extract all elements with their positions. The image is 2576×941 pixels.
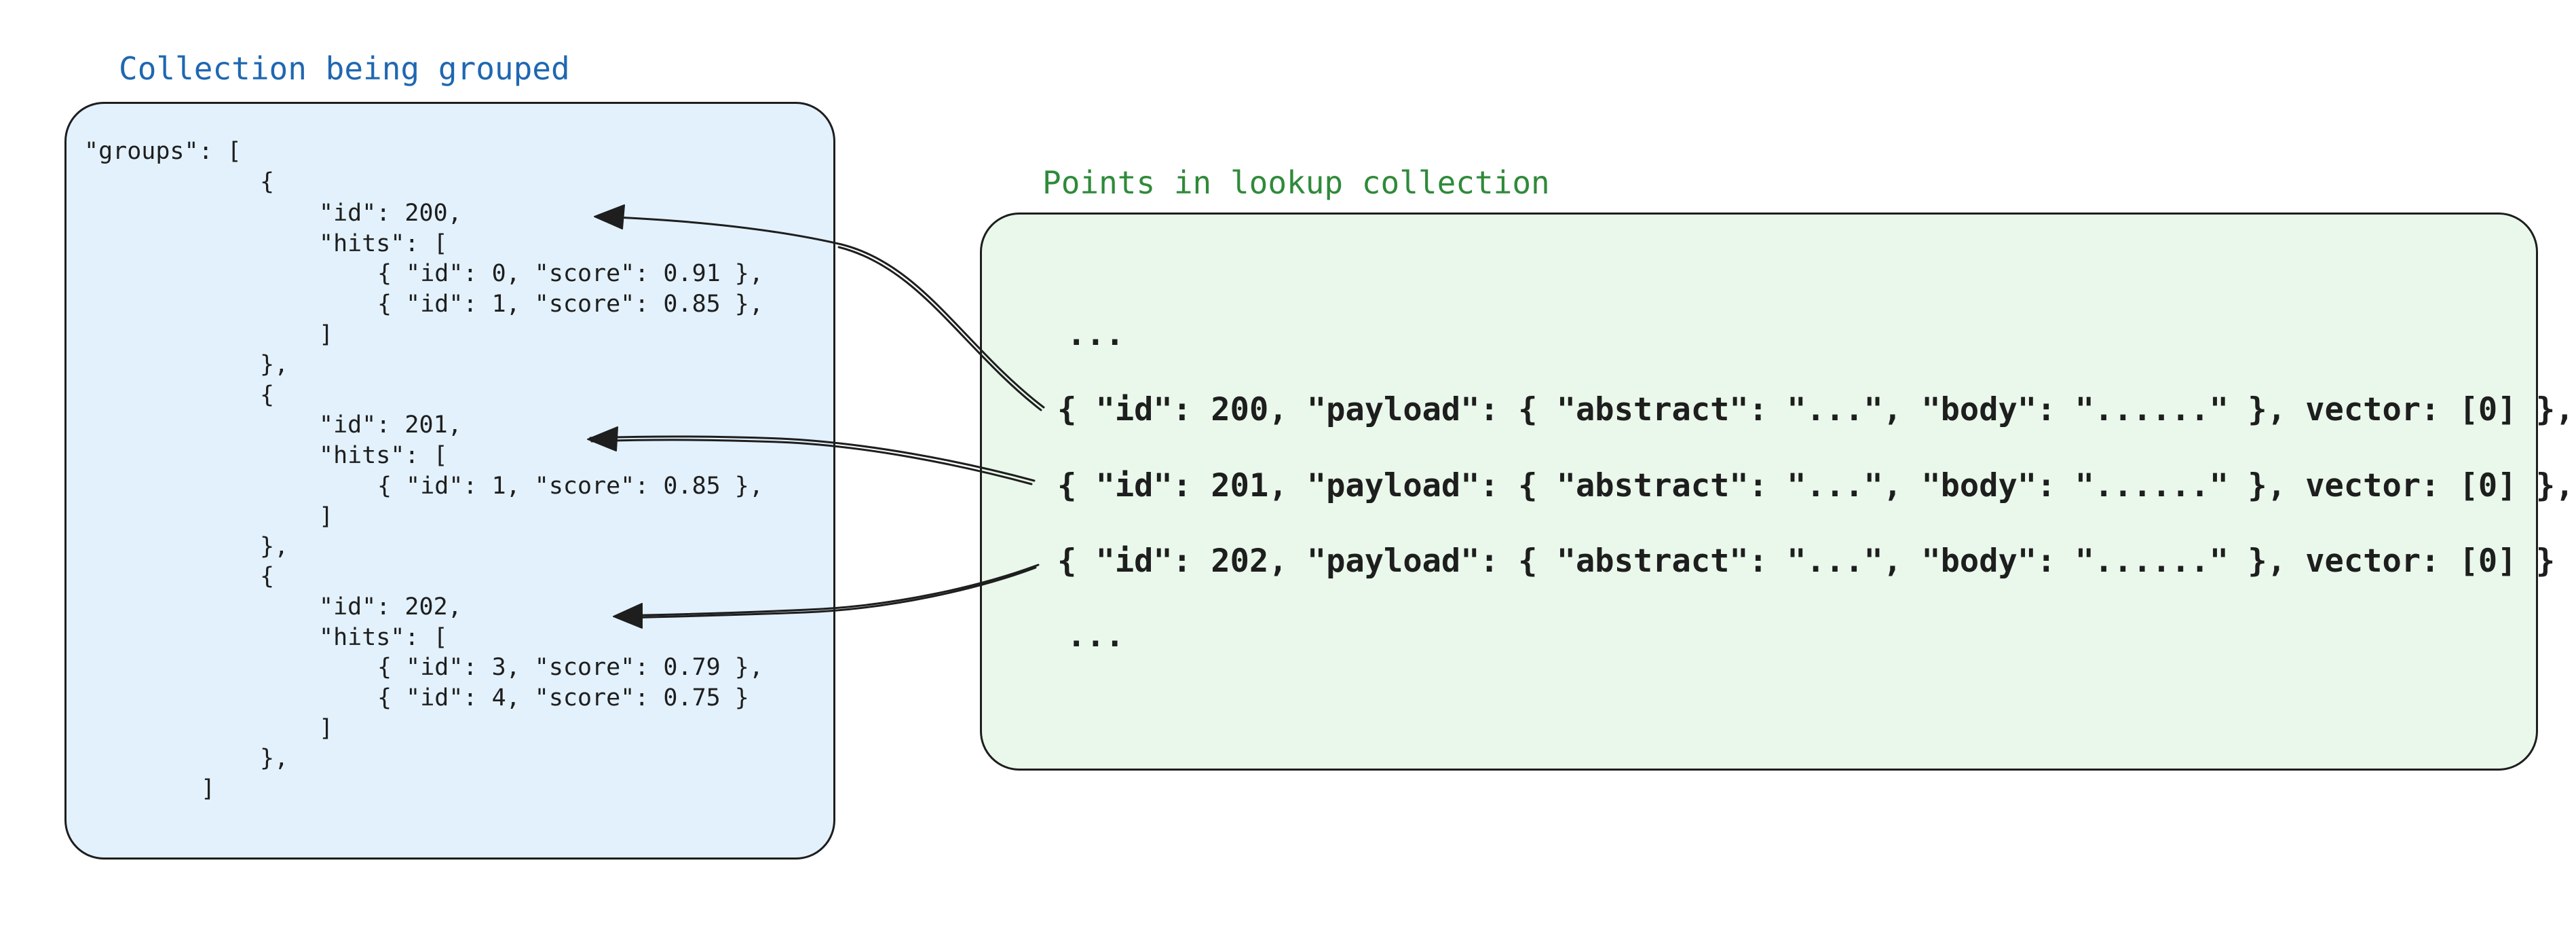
- code-line-group-id: "id": 201,: [319, 411, 462, 439]
- code-line-hits-open: "hits": [: [319, 624, 448, 651]
- code-line-group-open: {: [260, 563, 275, 590]
- lookup-collection-title: Points in lookup collection: [1042, 164, 1550, 201]
- code-line-hits-open: "hits": [: [319, 230, 448, 257]
- code-line-hit: { "id": 1, "score": 0.85 },: [377, 291, 763, 318]
- code-line-hit: { "id": 4, "score": 0.75 }: [377, 684, 749, 712]
- code-line-groups-open: "groups": [: [84, 138, 242, 165]
- ellipsis-top: ...: [1067, 316, 1124, 353]
- code-line-hits-close: ]: [319, 503, 334, 530]
- code-line-hit: { "id": 3, "score": 0.79 },: [377, 654, 763, 681]
- code-line-hits-open: "hits": [: [319, 442, 448, 469]
- code-line-group-close: },: [260, 351, 289, 378]
- code-line-hit: { "id": 0, "score": 0.91 },: [377, 260, 763, 287]
- code-line-group-open: {: [260, 382, 275, 409]
- code-line-groups-close: ]: [201, 775, 216, 802]
- code-line-group-close: },: [260, 533, 289, 560]
- point-row-201: { "id": 201, "payload": { "abstract": ".…: [1057, 467, 2575, 504]
- ellipsis-bottom: ...: [1067, 617, 1124, 654]
- code-line-group-open: {: [260, 168, 275, 196]
- code-line-hits-close: ]: [319, 321, 334, 348]
- grouped-collection-title: Collection being grouped: [119, 50, 570, 87]
- code-line-group-close: },: [260, 745, 289, 772]
- lookup-collection-box: [980, 213, 2538, 771]
- point-row-202: { "id": 202, "payload": { "abstract": ".…: [1057, 542, 2556, 580]
- code-line-hits-close: ]: [319, 715, 334, 742]
- code-line-group-id: "id": 200,: [319, 200, 462, 227]
- code-line-group-id: "id": 202,: [319, 593, 462, 621]
- code-line-hit: { "id": 1, "score": 0.85 },: [377, 473, 763, 500]
- point-row-200: { "id": 200, "payload": { "abstract": ".…: [1057, 391, 2575, 428]
